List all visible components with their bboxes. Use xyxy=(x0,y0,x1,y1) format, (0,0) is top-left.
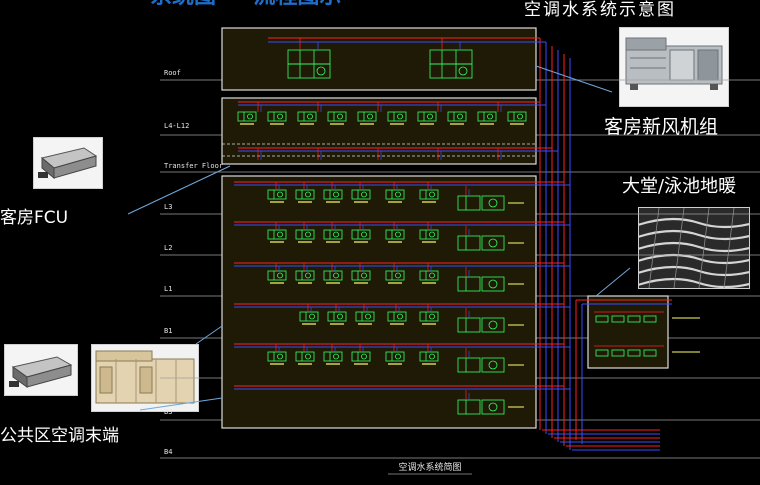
floor-heating-manifold-2-3 xyxy=(627,349,641,357)
floor-heating-manifold-2-2 xyxy=(611,349,625,357)
callout-guest-fresh-air-unit: 客房新风机组 xyxy=(604,116,719,138)
fcu-icon xyxy=(38,147,98,180)
fresh-air-unit-photo xyxy=(619,27,729,107)
floor-label-l4-l12: L4-L12 xyxy=(164,122,189,130)
floor-heating-manifold-1-4 xyxy=(643,315,657,323)
tower-fcu-6 xyxy=(387,111,407,125)
floor-label-b4: B4 xyxy=(164,448,172,456)
top-title: 空调水系统示意图 xyxy=(524,0,676,20)
floor-heating-photo xyxy=(638,207,750,289)
floor-label-roof: Roof xyxy=(164,69,181,77)
callout-lobby-pool-floor-heating: 大堂/泳池地暖 xyxy=(622,176,737,197)
clipped-header-title: 系统图 一 流程图示 xyxy=(150,0,341,8)
podium-fcu-1-4 xyxy=(351,189,371,203)
tower-zone-box xyxy=(221,97,537,165)
guest-fcu-photo xyxy=(33,137,103,189)
floor-heating-manifold-1-1 xyxy=(595,315,609,323)
podium-fcu-1-3 xyxy=(323,189,343,203)
floor-heating-manifold-2-1 xyxy=(595,349,609,357)
podium-fcu-2-5 xyxy=(385,229,405,243)
podium-fcu-5-3 xyxy=(323,351,343,365)
floor-heating-manifold-1-2 xyxy=(611,315,625,323)
podium-fcu-5-4 xyxy=(351,351,371,365)
podium-fcu-2-6 xyxy=(419,229,439,243)
floor-label-l3: L3 xyxy=(164,203,172,211)
podium-fcu-4-1 xyxy=(299,311,319,325)
floor-label-transfer: Transfer Floor xyxy=(164,162,223,170)
podium-fcu-2-3 xyxy=(323,229,343,243)
podium-fcu-5-2 xyxy=(295,351,315,365)
floor-label-b3: B3 xyxy=(164,408,172,416)
public-fcu-photo xyxy=(4,344,78,396)
tower-fcu-3 xyxy=(297,111,317,125)
tower-fcu-1 xyxy=(237,111,257,125)
fcu-icon-2 xyxy=(9,356,73,388)
podium-fcu-4-4 xyxy=(387,311,407,325)
podium-fcu-3-5 xyxy=(385,270,405,284)
podium-fcu-1-1 xyxy=(267,189,287,203)
podium-fcu-4-5 xyxy=(419,311,439,325)
heating-zone-box xyxy=(587,295,669,369)
floor-label-b1: B1 xyxy=(164,327,172,335)
podium-fcu-5-1 xyxy=(267,351,287,365)
podium-fcu-1-5 xyxy=(385,189,405,203)
podium-fcu-3-2 xyxy=(295,270,315,284)
tower-fcu-5 xyxy=(357,111,377,125)
floor-label-l2: L2 xyxy=(164,244,172,252)
tower-fcu-7 xyxy=(417,111,437,125)
fresh-air-unit-2 xyxy=(429,49,473,79)
podium-fcu-3-3 xyxy=(323,270,343,284)
podium-fcu-1-6 xyxy=(419,189,439,203)
pipe-risers xyxy=(539,38,660,451)
roof-mains xyxy=(268,37,546,43)
roof-zone-box xyxy=(221,27,537,91)
floor-heating-manifold-1-3 xyxy=(627,315,641,323)
podium-zone-box xyxy=(221,175,537,429)
air-handling-unit-photo xyxy=(91,344,199,412)
leader-lines xyxy=(127,65,631,411)
tower-mains xyxy=(238,101,558,152)
tower-fcu-9 xyxy=(477,111,497,125)
tower-fcu-10 xyxy=(507,111,527,125)
podium-fcu-3-6 xyxy=(419,270,439,284)
podium-fcu-4-3 xyxy=(355,311,375,325)
podium-fcu-4-2 xyxy=(327,311,347,325)
podium-mains xyxy=(234,181,672,390)
floor-label-l1: L1 xyxy=(164,285,172,293)
podium-fcu-5-5 xyxy=(385,351,405,365)
tower-fcu-2 xyxy=(267,111,287,125)
callout-public-area-terminal: 公共区空调末端 xyxy=(0,426,119,446)
podium-fcu-3-1 xyxy=(267,270,287,284)
podium-fcu-2-1 xyxy=(267,229,287,243)
podium-fcu-3-4 xyxy=(351,270,371,284)
podium-fcu-5-6 xyxy=(419,351,439,365)
fresh-air-unit-icon xyxy=(625,37,723,90)
tower-fcu-8 xyxy=(447,111,467,125)
diagram-caption: 空调水系统简图 xyxy=(398,461,461,473)
roof-fresh-air-units xyxy=(287,49,473,79)
podium-fcu-2-4 xyxy=(351,229,371,243)
podium-ahu-2 xyxy=(457,235,524,251)
callout-guest-fcu: 客房FCU xyxy=(0,208,69,228)
fcu-rows xyxy=(237,102,700,415)
podium-fcu-2-2 xyxy=(295,229,315,243)
podium-fcu-1-2 xyxy=(295,189,315,203)
tower-fcu-4 xyxy=(327,111,347,125)
floor-heating-manifold-2-4 xyxy=(643,349,657,357)
air-handling-unit-icon xyxy=(95,350,195,404)
floor-heating-coil-icon xyxy=(639,208,749,288)
fresh-air-unit-1 xyxy=(287,49,331,79)
